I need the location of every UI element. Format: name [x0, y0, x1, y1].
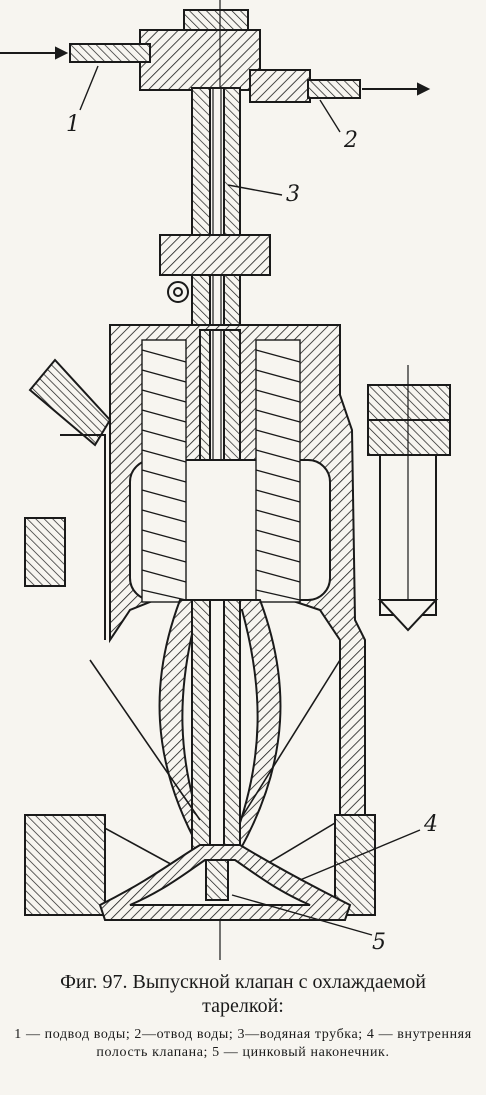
callout-3: 3: [286, 182, 300, 207]
left-flange: [24, 517, 66, 587]
zinc-tip: [205, 859, 229, 901]
seat-right: [334, 814, 376, 916]
seat-left: [24, 814, 106, 916]
leader-2: [319, 99, 341, 133]
callout-4: 4: [424, 812, 438, 837]
leader-5: [231, 894, 373, 936]
caption-legend: 1 — подвод воды; 2—отвод воды; 3—водяная…: [14, 1027, 472, 1060]
left-duct: [28, 358, 112, 447]
figure-caption: Фиг. 97. Выпускной клапан с охлаждаемой …: [0, 970, 486, 1062]
guide-pin: [167, 281, 189, 303]
outlet-pipe: [249, 69, 431, 103]
leader-3: [227, 184, 283, 196]
head-block: [139, 29, 261, 91]
callout-1: 1: [66, 112, 80, 137]
callout-2: 2: [344, 128, 358, 153]
guide-bushing: [159, 234, 271, 276]
leader-4: [299, 829, 421, 881]
spring-left: [141, 339, 187, 603]
caption-title: Фиг. 97. Выпускной клапан с охлаждаемой …: [60, 971, 426, 1017]
callout-5: 5: [372, 930, 386, 955]
leader-1: [79, 65, 99, 111]
valve-cross-section-drawing: [0, 0, 451, 960]
spring-right: [255, 339, 301, 603]
inlet-pipe: [0, 43, 151, 63]
